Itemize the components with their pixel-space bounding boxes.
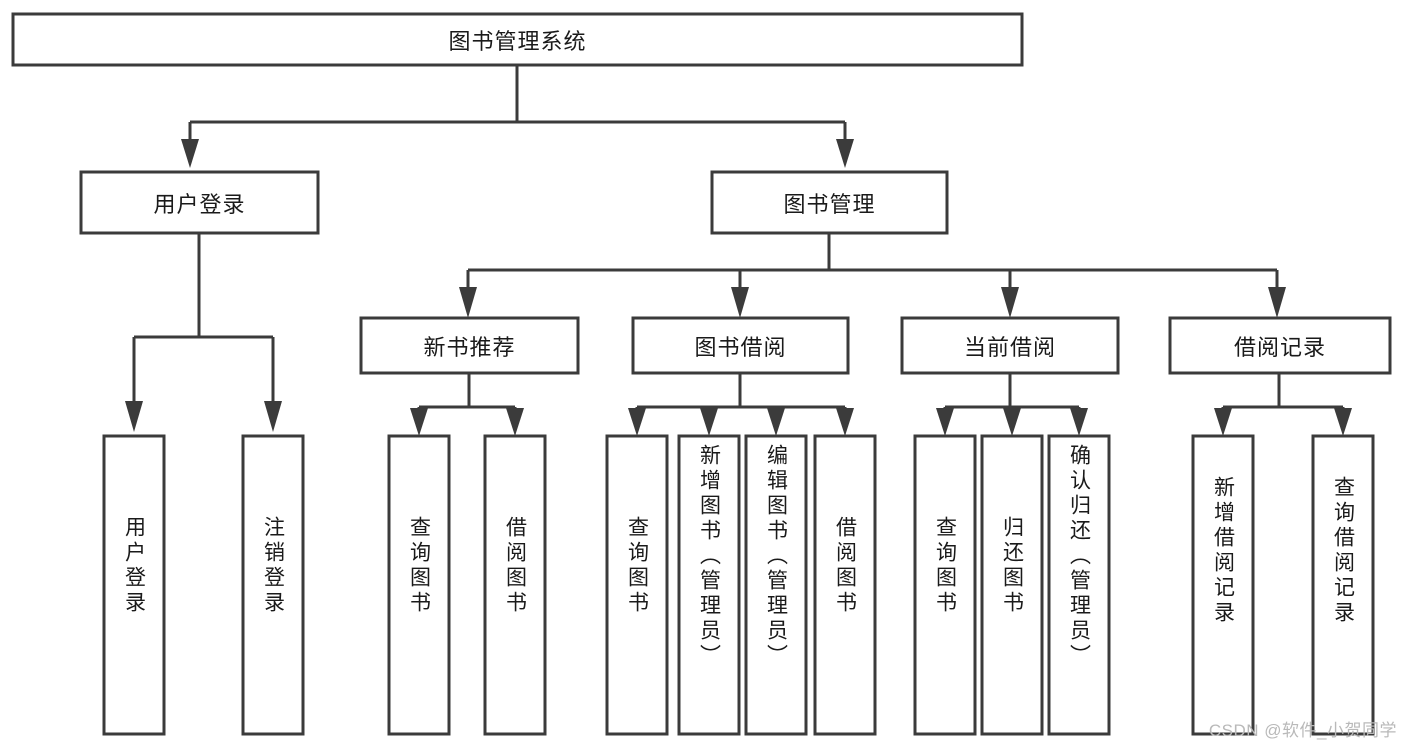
node-leaf-query-book-3[interactable] <box>913 434 977 736</box>
node-leaf-query-book-2[interactable] <box>605 434 669 736</box>
node-leaf-logout[interactable] <box>241 434 305 736</box>
connector-userlogin-to-leaves <box>125 233 282 432</box>
node-leaf-confirm-return[interactable] <box>1047 434 1111 736</box>
node-user-login[interactable] <box>79 170 320 235</box>
connector-currentborrow-to-leaves <box>936 373 1088 436</box>
connector-bookborrow-to-leaves <box>628 373 854 436</box>
node-book-borrow[interactable] <box>631 316 850 375</box>
node-leaf-borrow-book-2[interactable] <box>813 434 877 736</box>
node-new-book-recommend[interactable] <box>359 316 580 375</box>
node-borrow-record[interactable] <box>1168 316 1392 375</box>
connector-bookmgmt-to-level3 <box>459 233 1286 318</box>
node-book-management[interactable] <box>710 170 949 235</box>
node-leaf-add-book[interactable] <box>677 434 741 736</box>
connector-newbook-to-leaves <box>410 373 524 436</box>
node-current-borrow[interactable] <box>900 316 1120 375</box>
node-root[interactable] <box>11 12 1024 67</box>
node-leaf-add-record[interactable] <box>1191 434 1255 736</box>
connector-borrowrecord-to-leaves <box>1214 373 1352 436</box>
node-leaf-user-login[interactable] <box>102 434 166 736</box>
node-leaf-query-record[interactable] <box>1311 434 1375 736</box>
node-leaf-query-book-1[interactable] <box>387 434 451 736</box>
node-leaf-edit-book[interactable] <box>744 434 808 736</box>
csdn-watermark: CSDN @软件_小贺同学 <box>1208 721 1397 740</box>
arrow-to-book-management <box>836 139 854 168</box>
connector-root-to-level2 <box>181 65 854 168</box>
arrow-to-user-login <box>181 139 199 168</box>
node-leaf-borrow-book-1[interactable] <box>483 434 547 736</box>
node-leaf-return-book[interactable] <box>980 434 1044 736</box>
